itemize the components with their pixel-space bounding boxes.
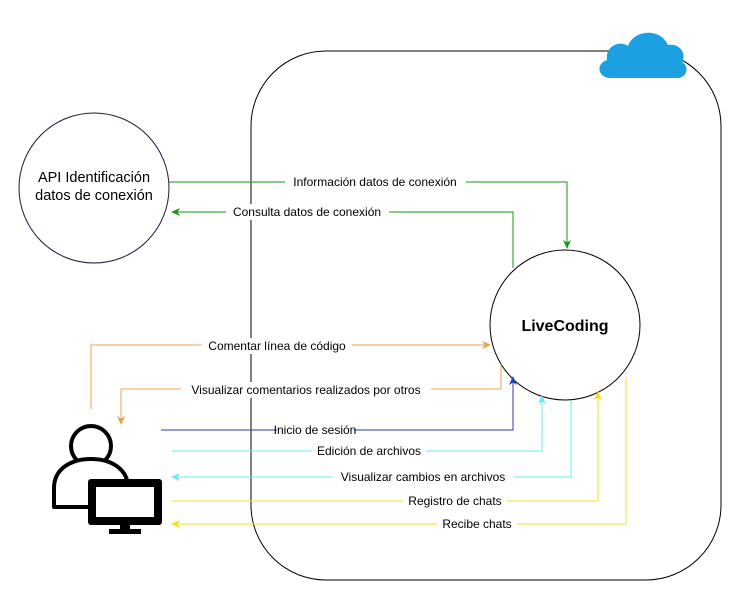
edge-inicio-sesion: Inicio de sesión — [161, 376, 517, 438]
edge-label-visualizar-cambios: Visualizar cambios en archivos — [341, 470, 506, 484]
edge-edicion-archivos: Edición de archivos — [172, 395, 546, 459]
edge-label-visualizar-comentarios: Visualizar comentarios realizados por ot… — [191, 383, 420, 397]
edge-recibe-chats: Recibe chats — [171, 377, 627, 532]
edge-label-inicio-sesion: Inicio de sesión — [274, 423, 357, 437]
edge-label-recibe-chats: Recibe chats — [442, 517, 511, 531]
edge-registro-chats: Registro de chats — [172, 391, 602, 509]
livecoding-node: LiveCoding — [489, 249, 641, 401]
edge-comentar-linea-codigo: Comentar línea de código — [90, 338, 491, 409]
livecoding-node-label: LiveCoding — [521, 318, 608, 335]
edge-label-informacion-datos-conexion: Información datos de conexión — [293, 175, 456, 189]
api-node: API Identificación datos de conexión — [18, 112, 170, 264]
edge-informacion-datos-conexion: Información datos de conexión — [169, 174, 571, 249]
edge-visualizar-comentarios: Visualizar comentarios realizados por ot… — [117, 364, 502, 425]
edge-label-registro-chats: Registro de chats — [408, 494, 501, 508]
edge-consulta-datos-conexion: Consulta datos de conexión — [171, 204, 514, 268]
cloud-icon — [599, 32, 687, 79]
edge-visualizar-cambios: Visualizar cambios en archivos — [171, 400, 572, 485]
user-computer-icon — [52, 424, 162, 534]
api-node-label-line1: API Identificación — [38, 170, 150, 186]
edge-label-edicion-archivos: Edición de archivos — [317, 444, 421, 458]
edge-label-comentar-linea-codigo: Comentar línea de código — [208, 339, 346, 353]
api-node-label-line2: datos de conexión — [35, 188, 153, 204]
system-boundary — [250, 50, 722, 581]
edge-label-consulta-datos-conexion: Consulta datos de conexión — [233, 205, 381, 219]
